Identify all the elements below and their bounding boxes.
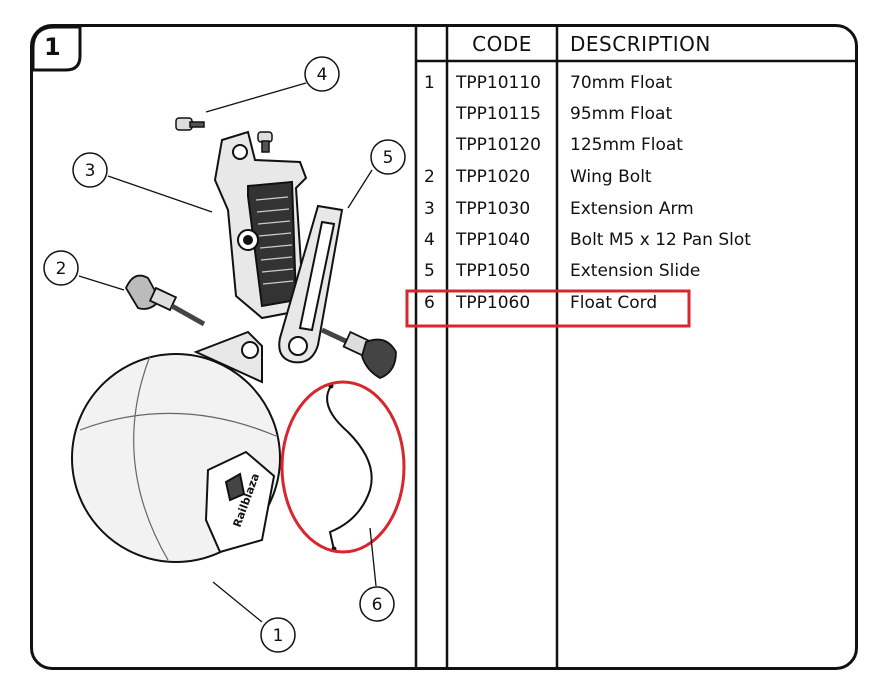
float-cord-part xyxy=(326,385,373,551)
row-code: TPP1060 xyxy=(456,293,531,313)
callout-5: 5 xyxy=(383,148,394,168)
table-row: TPP10115 95mm Float xyxy=(418,99,858,130)
row-number: 2 xyxy=(424,167,435,187)
row-description: 125mm Float xyxy=(570,135,683,155)
callout-2: 2 xyxy=(56,259,67,279)
row-number: 6 xyxy=(424,293,435,313)
row-number: 4 xyxy=(424,230,435,250)
row-code: TPP1030 xyxy=(456,199,531,219)
row-code: TPP10110 xyxy=(456,73,541,93)
row-description: Bolt M5 x 12 Pan Slot xyxy=(570,230,751,250)
panel-number: 1 xyxy=(44,33,61,61)
table-row: TPP10120 125mm Float xyxy=(418,130,858,161)
table-row-highlighted: 6 TPP1060 Float Cord xyxy=(418,288,858,319)
wing-bolt-part xyxy=(124,274,206,327)
leader-lines xyxy=(78,82,377,623)
table-row: 5 TPP1050 Extension Slide xyxy=(418,256,858,287)
callout-6: 6 xyxy=(372,595,383,615)
table-row: 3 TPP1030 Extension Arm xyxy=(418,194,858,225)
column-header-code: CODE xyxy=(472,32,532,56)
table-row: 1 TPP10110 70mm Float xyxy=(418,68,858,99)
row-code: TPP1050 xyxy=(456,261,531,281)
extension-slide-part xyxy=(278,204,344,364)
row-number: 5 xyxy=(424,261,435,281)
row-description: Float Cord xyxy=(570,293,658,313)
row-code: TPP1040 xyxy=(456,230,531,250)
table-row: 2 TPP1020 Wing Bolt xyxy=(418,162,858,193)
row-code: TPP10115 xyxy=(456,104,541,124)
callout-3: 3 xyxy=(85,161,96,181)
bolt-m5-part xyxy=(175,117,273,153)
row-description: Extension Slide xyxy=(570,261,701,281)
row-description: 70mm Float xyxy=(570,73,673,93)
callout-circles xyxy=(43,56,406,653)
row-description: 95mm Float xyxy=(570,104,673,124)
extension-arm-part xyxy=(213,130,308,320)
row-description: Wing Bolt xyxy=(570,167,652,187)
column-header-description: DESCRIPTION xyxy=(570,32,711,56)
row-description: Extension Arm xyxy=(570,199,694,219)
callout-4: 4 xyxy=(317,65,328,85)
row-number: 1 xyxy=(424,73,435,93)
highlight-ellipse-cord xyxy=(280,380,406,554)
float-part xyxy=(71,330,281,563)
panel-number-tab xyxy=(31,25,82,72)
highlight-box-row-6 xyxy=(405,289,691,328)
row-code: TPP10120 xyxy=(456,135,541,155)
callout-1: 1 xyxy=(273,626,284,646)
table-row: 4 TPP1040 Bolt M5 x 12 Pan Slot xyxy=(418,225,858,256)
panel-frame xyxy=(30,24,858,670)
row-code: TPP1020 xyxy=(456,167,531,187)
row-number: 3 xyxy=(424,199,435,219)
wing-bolt-part-2 xyxy=(320,327,397,379)
